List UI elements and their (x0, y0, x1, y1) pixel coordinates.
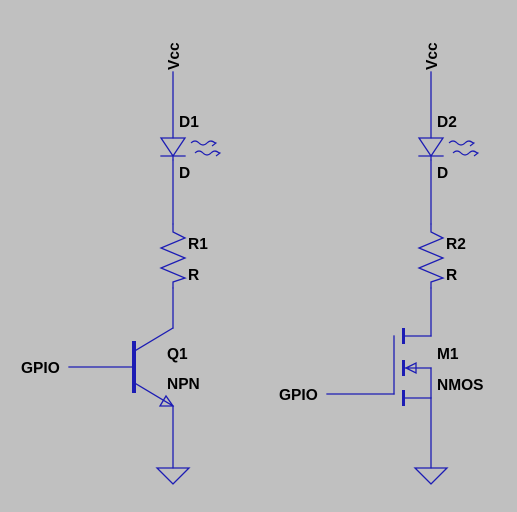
left-ground-symbol (155, 467, 191, 485)
right-resistor-symbol (417, 223, 445, 289)
left-transistor-name: Q1 (167, 346, 188, 363)
right-transistor-name: M1 (437, 346, 459, 363)
right-transistor-type: NMOS (437, 377, 484, 394)
left-led-type: D (179, 165, 190, 182)
right-ground-symbol (413, 467, 449, 485)
right-resistor-name: R2 (446, 236, 466, 253)
right-led-symbol (417, 137, 480, 161)
right-gpio-label: GPIO (279, 387, 318, 404)
left-npn-transistor-symbol (132, 327, 175, 407)
right-led-name: D2 (437, 114, 457, 131)
left-led-name: D1 (179, 114, 199, 131)
left-gpio-label: GPIO (21, 360, 60, 377)
left-resistor-value: R (188, 267, 199, 284)
left-led-symbol (159, 137, 222, 161)
right-circuit: Vcc D2 D R2 R (279, 42, 484, 485)
left-resistor-symbol (159, 223, 187, 289)
left-vcc-label: Vcc (166, 42, 183, 70)
right-resistor-value: R (446, 267, 457, 284)
right-led-type: D (437, 165, 448, 182)
left-transistor-type: NPN (167, 376, 200, 393)
right-nmos-transistor-symbol (393, 328, 432, 406)
right-vcc-label: Vcc (424, 42, 441, 70)
left-circuit: Vcc D1 D R1 R (21, 42, 222, 485)
left-resistor-name: R1 (188, 236, 208, 253)
right-led-light-arrows (448, 140, 480, 157)
left-led-light-arrows (190, 140, 222, 157)
